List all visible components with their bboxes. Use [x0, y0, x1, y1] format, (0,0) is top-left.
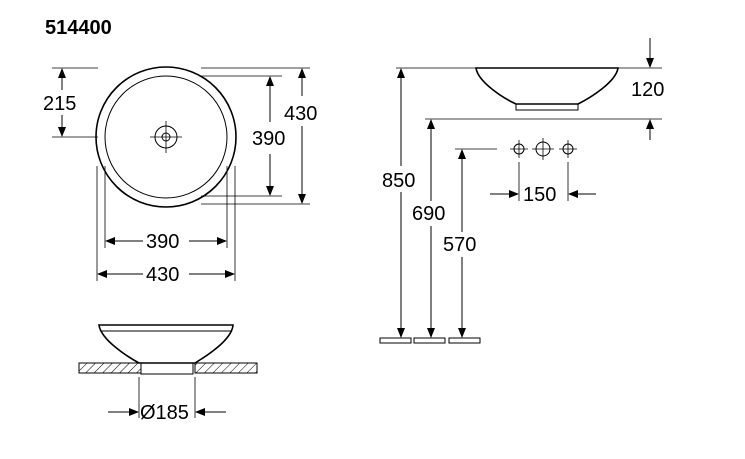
floor-plate-1 — [379, 337, 412, 344]
bowl-base — [140, 363, 194, 375]
countertop-right — [194, 362, 258, 374]
dim-tap-height: 690 — [412, 203, 445, 225]
countertop-left — [78, 362, 142, 374]
bowl-side-base — [515, 104, 579, 111]
basin-inner-rim — [104, 75, 228, 199]
dim-outer-height: 430 — [284, 103, 317, 125]
dim-outer-width: 430 — [146, 264, 179, 286]
installation-view: 120 150 850 690 570 — [379, 38, 664, 344]
dim-total-height: 850 — [382, 170, 415, 192]
dim-inner-width: 390 — [146, 231, 179, 253]
top-view: 215 390 430 390 430 — [43, 66, 317, 286]
floor-plate-3 — [448, 337, 481, 344]
dim-tap-spacing: 150 — [523, 184, 556, 206]
floor-plate-2 — [413, 337, 446, 344]
tap-fittings — [510, 138, 577, 160]
dim-depth-half: 215 — [43, 93, 76, 115]
model-number: 514400 — [45, 17, 112, 39]
dim-drain-height: 570 — [443, 234, 476, 256]
bowl-side-profile — [475, 67, 619, 105]
bowl-profile — [98, 324, 234, 364]
side-view: Ø185 — [78, 324, 258, 424]
dim-drain-diameter: Ø185 — [140, 402, 189, 424]
dim-inner-height: 390 — [252, 128, 285, 150]
dim-bowl-height: 120 — [631, 79, 664, 101]
